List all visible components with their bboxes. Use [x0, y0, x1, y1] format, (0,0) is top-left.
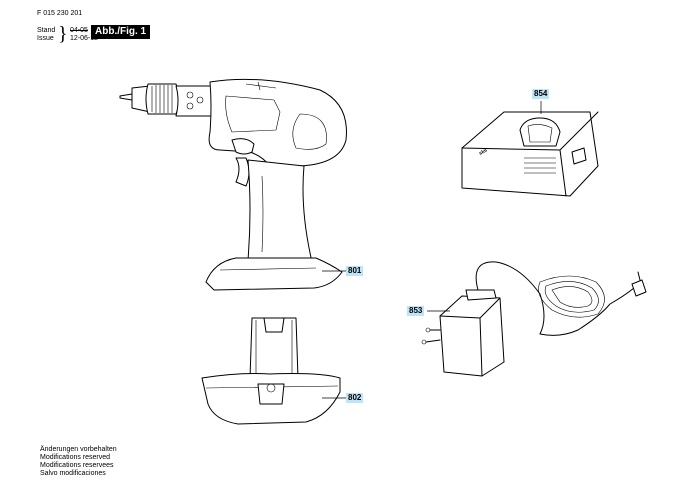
modification-notes: Änderungen vorbehalten Modifications res… [40, 446, 117, 478]
figure-label: Abb./Fig. 1 [91, 25, 151, 39]
part-number: F 015 230 201 [37, 10, 83, 17]
note-line: Änderungen vorbehalten [40, 446, 117, 453]
note-line: Modifications reservees [40, 462, 114, 469]
callout-853: 853 [407, 306, 425, 316]
old-date: 04-05 [70, 27, 88, 34]
issue-label: Issue [37, 35, 54, 42]
charger-brand-logo: skil [478, 147, 489, 156]
issue-date: 12-06-12 [70, 35, 99, 42]
brace-glyph: } [58, 23, 68, 45]
note-line: Modifications reserved [40, 454, 111, 461]
callout-802: 802 [346, 393, 364, 403]
battery-charger-illustration: skil [461, 111, 599, 197]
battery-pack-illustration [201, 317, 341, 425]
power-adapter-illustration [421, 261, 647, 377]
cordless-drill-illustration [119, 78, 347, 291]
callout-854: 854 [532, 89, 550, 99]
stand-label: Stand [37, 27, 56, 34]
note-line: Salvo modificaciones [40, 470, 106, 477]
callout-801: 801 [346, 266, 364, 276]
